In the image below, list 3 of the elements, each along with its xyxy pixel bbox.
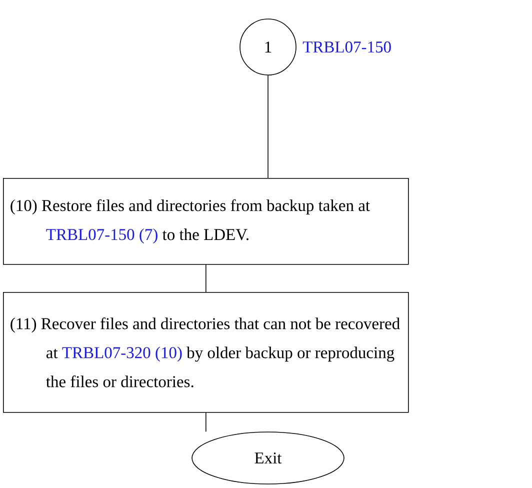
reference-link: TRBL07-150 (302, 41, 391, 53)
step-box: (11) Recover files and directories that can not be recovered at TRBL07-320 (10) by older backup or reproducing the files or directories. (3, 292, 409, 413)
step-box: (10) Restore files and directories from backup taken at TRBL07-150 (7) to the LDEV. (3, 178, 409, 265)
